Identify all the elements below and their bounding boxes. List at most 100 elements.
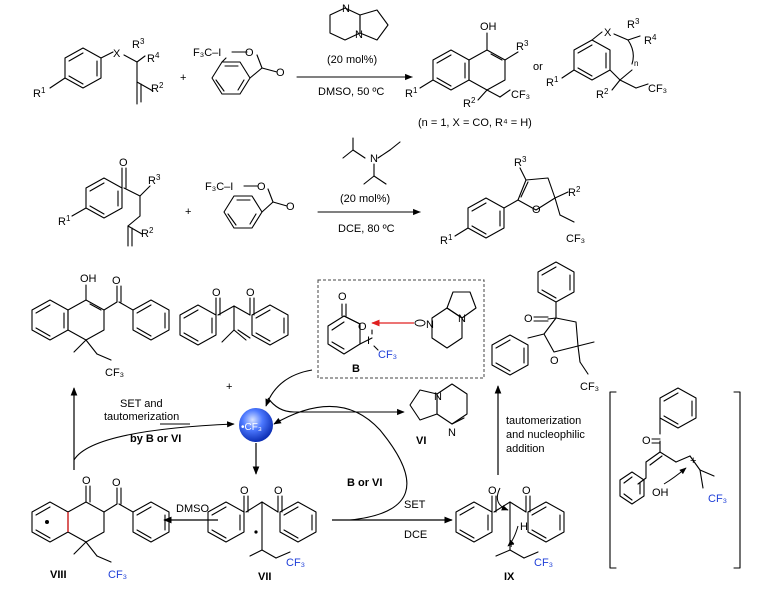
pb-r1: R1 — [546, 75, 559, 89]
r2-loading: (20 mol%) — [340, 193, 390, 205]
r1-loading: (20 mol%) — [327, 54, 377, 66]
r2p-r1: R1 — [440, 233, 453, 247]
pb-n: n — [634, 59, 638, 68]
radical-plus: + — [226, 381, 232, 393]
r2p-r2: R2 — [568, 185, 581, 199]
r1-product-b: X R3 R4 n R1 R2 CF₃ — [546, 17, 667, 101]
mf-o2: O — [550, 355, 559, 367]
ix-o2: O — [522, 485, 531, 497]
mp-o: O — [112, 275, 121, 287]
cation-intermediate: O OH + CF₃ — [609, 387, 741, 569]
mechanism: OH O CF₃ O O — [31, 261, 741, 583]
intermediate-vii: O O CF₃ VII — [207, 485, 317, 583]
mech-product-furan: O O CF₃ — [491, 261, 599, 393]
pa-r3: R3 — [516, 39, 529, 53]
cb-o1: O — [338, 291, 347, 303]
radical-sphere — [239, 408, 273, 442]
vii-o2: O — [274, 485, 283, 497]
r1-togni-reagent: F₃C–I O O — [193, 47, 285, 95]
mf-cf3: CF₃ — [580, 381, 599, 393]
pb-r3: R3 — [627, 17, 640, 31]
r2-plus: + — [185, 206, 191, 218]
ix-h: H — [520, 521, 528, 533]
mf-o1: O — [524, 313, 533, 325]
ix-o1: O — [488, 485, 497, 497]
r2-product: R1 O R3 R2 CF₃ — [440, 155, 585, 247]
r2-label: R2 — [151, 81, 164, 95]
dmso-label: DMSO — [176, 503, 209, 515]
pa-cf3: CF₃ — [511, 89, 530, 101]
vii-cf3: CF₃ — [286, 557, 305, 569]
cb-n2: N — [458, 313, 466, 325]
viii-o1: O — [82, 475, 91, 487]
tauto-1: tautomerization — [506, 415, 581, 427]
cb-o2: O — [358, 321, 367, 333]
arrow-vii-set — [273, 405, 408, 521]
pb-x: X — [604, 27, 612, 39]
cat-n1: N — [342, 3, 350, 15]
r1-conditions: DMSO, 50 ºC — [318, 86, 384, 98]
pb-cf3: CF₃ — [648, 83, 667, 95]
vi-label: VI — [416, 435, 426, 447]
set-label-1: SET and — [120, 398, 163, 410]
r2-r1: R1 — [58, 214, 71, 228]
complex-b-label: B — [352, 363, 360, 375]
vi-n2: N — [434, 391, 442, 403]
r1-product-a: OH R3 R1 R2 CF₃ — [405, 21, 530, 110]
r2-conditions: DCE, 80 ºC — [338, 223, 395, 235]
vi-structure: N N VI — [409, 383, 468, 447]
pa-r2: R2 — [463, 96, 476, 110]
mp-cf3: CF₃ — [105, 367, 124, 379]
pb-r2: R2 — [596, 87, 609, 101]
by-label: by B or VI — [130, 433, 181, 445]
togni2-o: O — [257, 181, 266, 193]
viii-cf3: CF₃ — [108, 569, 127, 581]
ci-o: O — [642, 435, 651, 447]
ci-cf3: CF₃ — [708, 493, 727, 505]
intermediate-ix: O O H + CF₃ IX — [455, 485, 565, 583]
r2p-r3: R3 — [514, 155, 527, 169]
cat-n2: N — [355, 29, 363, 41]
tauto-2: and nucleophilic — [506, 429, 585, 441]
vii-o1: O — [240, 485, 249, 497]
r2p-o: O — [532, 204, 541, 216]
r2-substrate: R1 O R3 R2 — [58, 157, 161, 247]
r1-note: (n = 1, X = CO, R⁴ = H) — [418, 117, 532, 129]
ix-cf3: CF₃ — [534, 557, 553, 569]
ci-oh: OH — [652, 487, 669, 499]
mech-substrate: O O — [179, 287, 289, 346]
set-label: SET — [404, 499, 426, 511]
togni-o: O — [245, 47, 254, 59]
r1-label: R1 — [33, 86, 46, 100]
r1-plus: + — [180, 72, 186, 84]
r3-label: R3 — [132, 37, 145, 51]
viii-label: VIII — [50, 569, 67, 581]
arrow-to-vi — [267, 397, 405, 416]
r4-label: R4 — [147, 51, 160, 65]
cat2-n: N — [370, 153, 378, 165]
togni2-co: O — [286, 201, 295, 213]
radical-label: •CF₃ — [241, 422, 262, 433]
cb-cf3: CF₃ — [378, 349, 397, 361]
pb-r4: R4 — [644, 33, 657, 47]
r1-catalyst: N N (20 mol%) DMSO, 50 ºC — [296, 3, 413, 98]
togni-label: F₃C–I — [193, 47, 221, 59]
ms-o1: O — [212, 287, 221, 299]
ix-label: IX — [504, 571, 515, 583]
tauto-3: addition — [506, 443, 545, 455]
dce-label: DCE — [404, 529, 427, 541]
lone-pair — [414, 319, 426, 327]
r2-togni-reagent: F₃C–I O O — [205, 181, 295, 229]
arrow-viii-to-radical — [73, 421, 235, 461]
set-label-2: tautomerization — [104, 411, 179, 423]
r2p-cf3: CF₃ — [566, 233, 585, 245]
mech-product-naphthol: OH O CF₃ — [31, 273, 170, 379]
cf3-radical: •CF₃ + — [226, 381, 273, 442]
vi-n1: N — [448, 427, 456, 439]
cb-i: I — [367, 335, 370, 347]
r1-or: or — [533, 61, 543, 73]
vii-label: VII — [258, 571, 271, 583]
r2-catalyst: N (20 mol%) DCE, 80 ºC — [317, 137, 421, 235]
togni2-label: F₃C–I — [205, 181, 233, 193]
